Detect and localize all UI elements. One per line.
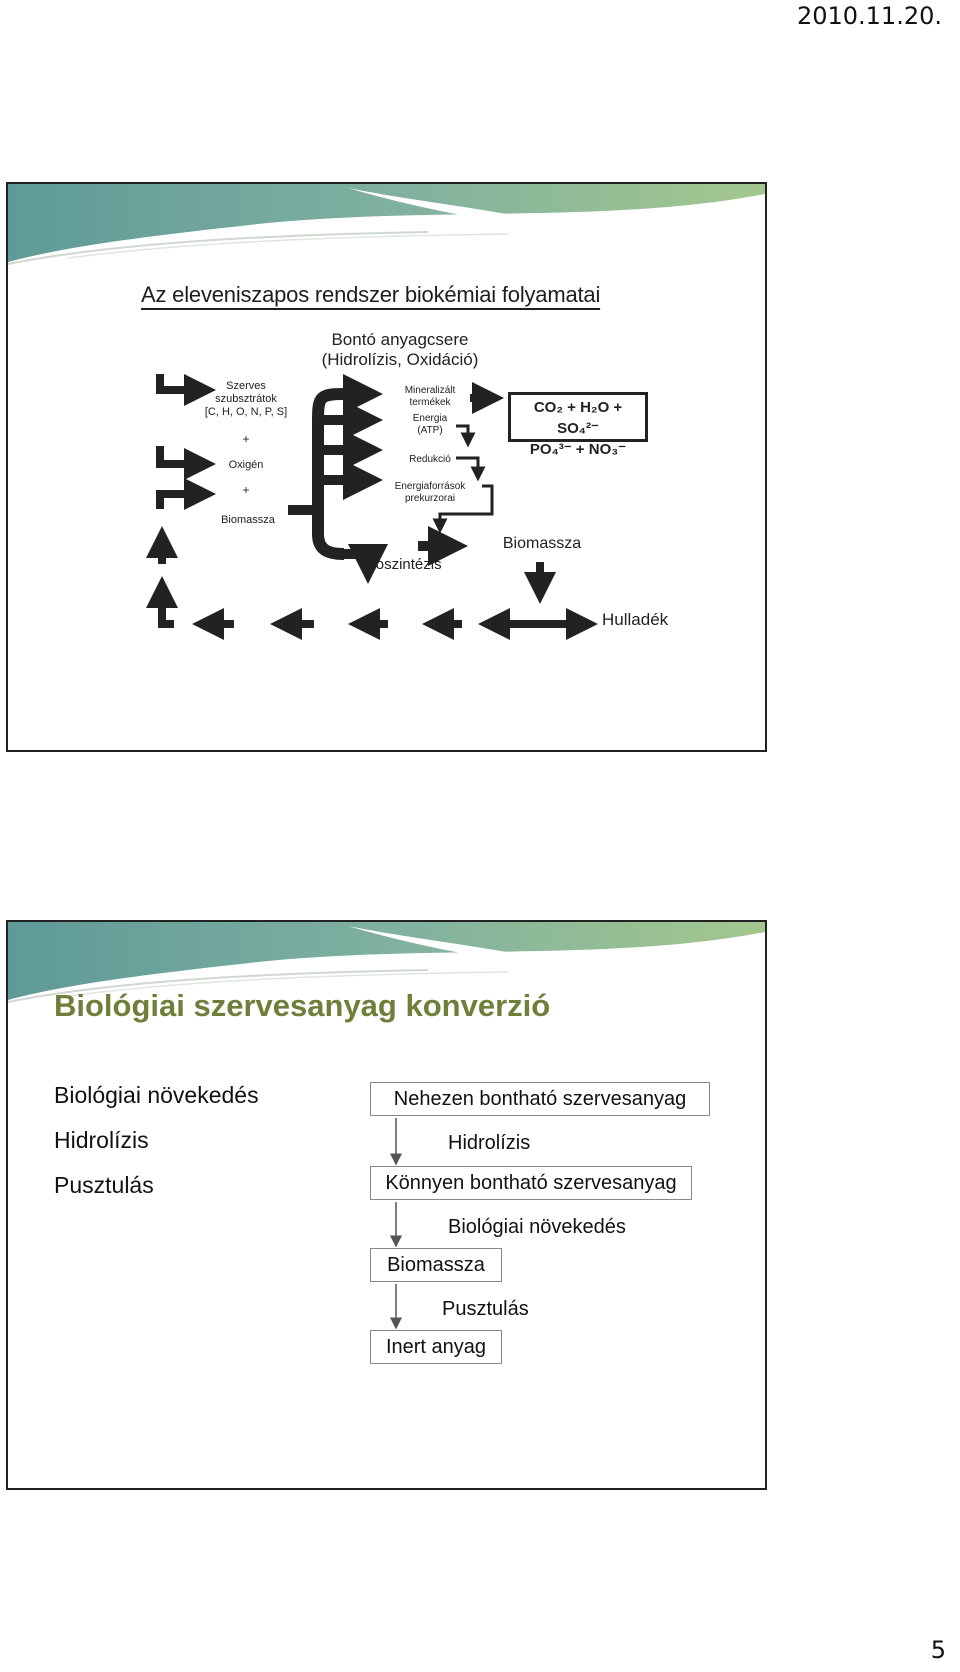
slide1-title: Az eleveniszapos rendszer biokémiai foly… [141, 282, 601, 307]
catabolism-title-line1: Bontó anyagcsere [331, 330, 469, 349]
biomass-output-label: Biomassza [502, 535, 582, 552]
catabolism-title: Bontó anyagcsere (Hidrolízis, Oxidáció) [290, 330, 510, 371]
flow-arrows [390, 1118, 402, 1330]
slide-banner [8, 922, 765, 1003]
plus-sign-2: + [242, 483, 250, 497]
bullet-item: Pusztulás [54, 1172, 154, 1198]
biomass-input-label: Biomassza [221, 514, 275, 526]
plus-sign-1: + [242, 432, 250, 446]
precursors-line1: Energiaforrások [394, 481, 466, 492]
organic-line3: [C, H, O, N, P, S] [204, 406, 288, 419]
process-arrows [146, 374, 598, 640]
organic-substrates-label: Szerves szubsztrátok [C, H, O, N, P, S] [186, 380, 306, 420]
mineralized-line1: Mineralizált [404, 385, 456, 396]
formula-line2: PO₄³⁻ + NO₃⁻ [529, 441, 627, 458]
slide-banner [8, 184, 765, 265]
bullet-item: Biológiai növekedés [54, 1082, 259, 1108]
reduction-label: Redukció [409, 454, 451, 465]
flow-box-biomass: Biomassza [370, 1248, 502, 1282]
bullet-item: Hidrolízis [54, 1127, 149, 1153]
flow-step-hydrolysis: Hidrolízis [448, 1132, 531, 1154]
formula-line1: CO₂ + H₂O + SO₄²⁻ [533, 399, 623, 437]
mineralized-products-label: Mineralizált termékek [390, 385, 470, 409]
organic-line1: Szerves [226, 380, 266, 392]
header-date: 2010.11.20. [796, 2, 942, 30]
flow-step-decay: Pusztulás [442, 1298, 529, 1320]
mineral-products-formula-box: CO₂ + H₂O + SO₄²⁻ PO₄³⁻ + NO₃⁻ [508, 392, 648, 458]
flow-box-inert: Inert anyag [370, 1330, 502, 1364]
flow-box-easy-to-degrade: Könnyen bontható szervesanyag [370, 1166, 692, 1200]
catabolism-title-line2: (Hidrolízis, Oxidáció) [321, 350, 479, 370]
energy-line1: Energia [412, 413, 448, 424]
energy-label: Energia (ATP) [390, 413, 470, 437]
oxygen-label: Oxigén [228, 459, 264, 471]
waste-label: Hulladék [602, 610, 669, 629]
organic-line2: szubsztrátok [215, 393, 277, 406]
slide-activated-sludge: Az eleveniszapos rendszer biokémiai foly… [6, 182, 767, 752]
precursors-label: Energiaforrások prekurzorai [380, 481, 480, 505]
page-number: 5 [930, 1636, 946, 1664]
precursors-line2: prekurzorai [404, 493, 456, 504]
slide2-title: Biológiai szervesanyag konverzió [54, 988, 551, 1023]
mineralized-line2: termékek [409, 397, 451, 408]
flow-step-growth: Biológiai növekedés [448, 1216, 626, 1238]
slide-biological-conversion: Biológiai szervesanyag konverzió Biológi… [6, 920, 767, 1490]
energy-line2: (ATP) [417, 425, 443, 436]
flow-box-hard-to-degrade: Nehezen bontható szervesanyag [370, 1082, 710, 1116]
